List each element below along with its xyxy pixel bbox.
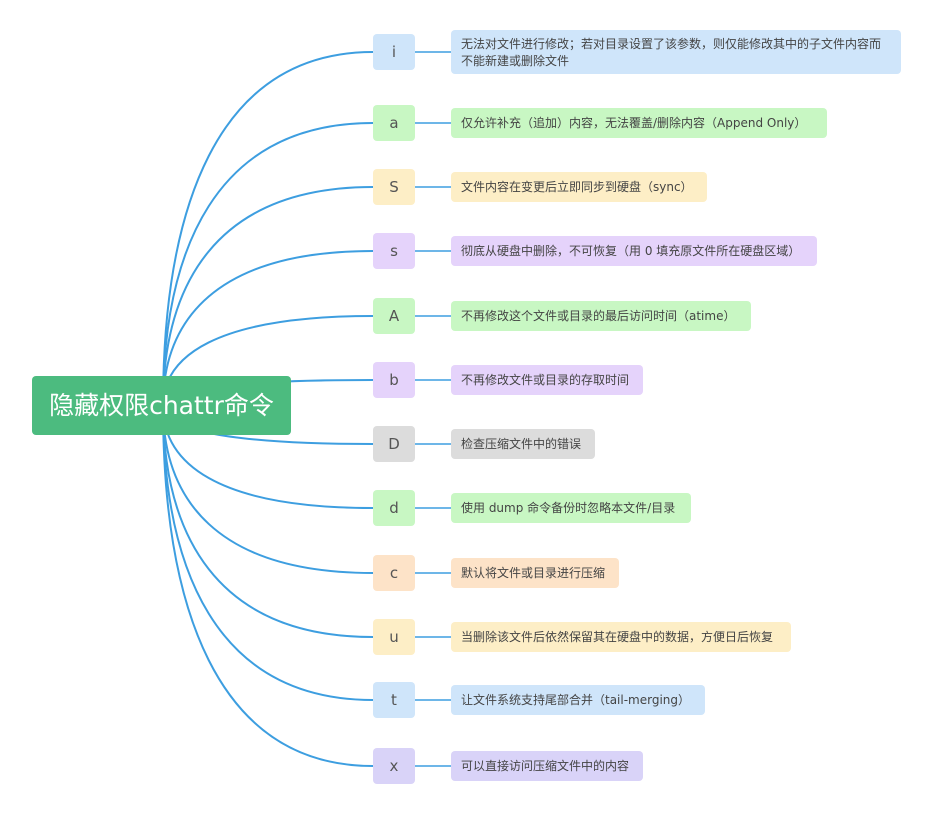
desc-node-c[interactable]: 默认将文件或目录进行压缩 — [451, 558, 619, 588]
desc-node-d[interactable]: 使用 dump 命令备份时忽略本文件/目录 — [451, 493, 691, 523]
desc-node-S[interactable]: 文件内容在变更后立即同步到硬盘（sync） — [451, 172, 707, 202]
root-node[interactable]: 隐藏权限chattr命令 — [32, 376, 291, 435]
desc-node-i[interactable]: 无法对文件进行修改；若对目录设置了该参数，则仅能修改其中的子文件内容而不能新建或… — [451, 30, 901, 74]
flag-node-D[interactable]: D — [373, 426, 415, 462]
branch-line-s — [162, 250, 374, 407]
flag-node-u[interactable]: u — [373, 619, 415, 655]
flag-node-i[interactable]: i — [373, 34, 415, 70]
flag-node-A[interactable]: A — [373, 298, 415, 334]
flag-node-S[interactable]: S — [373, 169, 415, 205]
flag-node-x[interactable]: x — [373, 748, 415, 784]
branch-line-S — [162, 186, 374, 407]
desc-node-b[interactable]: 不再修改文件或目录的存取时间 — [451, 365, 643, 395]
desc-node-u[interactable]: 当删除该文件后依然保留其在硬盘中的数据，方便日后恢复 — [451, 622, 791, 652]
desc-node-s[interactable]: 彻底从硬盘中删除，不可恢复（用 0 填充原文件所在硬盘区域） — [451, 236, 817, 266]
desc-node-x[interactable]: 可以直接访问压缩文件中的内容 — [451, 751, 643, 781]
flag-node-t[interactable]: t — [373, 682, 415, 718]
flag-node-s[interactable]: s — [373, 233, 415, 269]
branch-line-c — [162, 405, 374, 574]
desc-node-a[interactable]: 仅允许补充（追加）内容，无法覆盖/删除内容（Append Only） — [451, 108, 827, 138]
desc-node-D[interactable]: 检查压缩文件中的错误 — [451, 429, 595, 459]
branch-line-a — [162, 122, 374, 407]
flag-node-b[interactable]: b — [373, 362, 415, 398]
branch-line-u — [162, 405, 374, 638]
branch-line-t — [162, 405, 374, 701]
branch-line-x — [162, 405, 374, 767]
desc-node-t[interactable]: 让文件系统支持尾部合并（tail-merging） — [451, 685, 705, 715]
flag-node-d[interactable]: d — [373, 490, 415, 526]
flag-node-a[interactable]: a — [373, 105, 415, 141]
branch-line-i — [162, 51, 374, 407]
desc-node-A[interactable]: 不再修改这个文件或目录的最后访问时间（atime） — [451, 301, 751, 331]
flag-node-c[interactable]: c — [373, 555, 415, 591]
